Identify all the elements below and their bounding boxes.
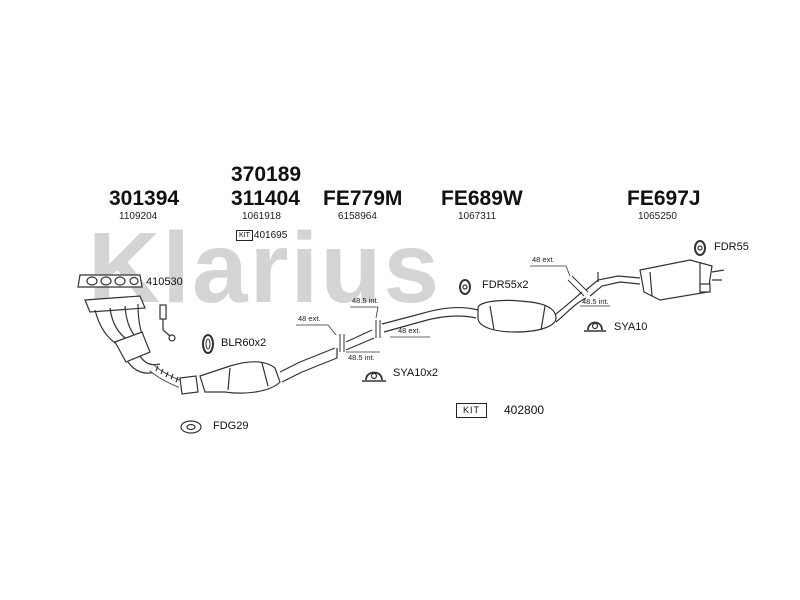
dim-48-ext-1: 48 ext.	[298, 314, 321, 323]
part-number-fe779m: FE779M	[323, 187, 403, 210]
part-sub-6158964: 6158964	[338, 211, 377, 222]
catalytic-converter-drawing	[199, 361, 303, 394]
rear-silencer-drawing	[585, 259, 725, 301]
dim-48-ext-2: 48 ext.	[398, 326, 421, 335]
part-number-fe689w: FE689W	[441, 187, 523, 210]
label-fdg29: FDG29	[213, 420, 249, 432]
label-fdr55: FDR55	[714, 241, 749, 253]
part-number-301394: 301394	[109, 187, 180, 210]
clamp-sya10-drawing	[584, 321, 606, 332]
rubber-fdr55x2-drawing	[459, 279, 471, 295]
dim-48-5-int-2: 48.5 int.	[348, 353, 375, 362]
centre-silencer-drawing	[381, 275, 589, 333]
label-410530: 410530	[146, 276, 183, 288]
dim-48-5-int-1: 48.5 int.	[352, 296, 379, 305]
dim-48-ext-3: 48 ext.	[532, 255, 555, 264]
intermediate-pipe-drawing	[299, 320, 381, 373]
part-number-370189: 370189	[231, 163, 302, 186]
part-number-fe697j: FE697J	[627, 187, 701, 210]
label-sya10: SYA10	[614, 321, 648, 333]
label-sya10x2: SYA10x2	[393, 367, 439, 379]
part-sub-1067311: 1067311	[458, 211, 497, 222]
label-fdr55x2: FDR55x2	[482, 279, 529, 291]
manifold-gasket-drawing	[77, 274, 143, 288]
watermark-text: Klarius	[88, 212, 441, 324]
dimension-lines	[296, 265, 610, 353]
flex-pipe-drawing	[149, 364, 199, 395]
part-sub-1061918: 1061918	[242, 211, 281, 222]
kit-box-icon: KIT	[236, 230, 253, 241]
kit-number-401695: 401695	[253, 230, 288, 242]
manifold-drawing	[84, 295, 161, 374]
part-number-311404: 311404	[231, 187, 300, 210]
label-blr60x2: BLR60x2	[221, 337, 267, 349]
kit-box-icon-402800: KIT	[456, 403, 488, 418]
part-sub-1065250: 1065250	[638, 211, 677, 222]
clamp-sya10x2-drawing	[362, 371, 386, 382]
clamp-blr-drawing	[202, 334, 214, 354]
dim-48-5-int-3: 48.5 int.	[582, 297, 609, 306]
rubber-fdr55-drawing	[694, 240, 706, 256]
sensor-drawing	[159, 304, 176, 342]
gasket-fdg-drawing	[180, 420, 202, 434]
kit-number-402800: 402800	[504, 403, 545, 417]
part-sub-1109204: 1109204	[119, 211, 158, 222]
